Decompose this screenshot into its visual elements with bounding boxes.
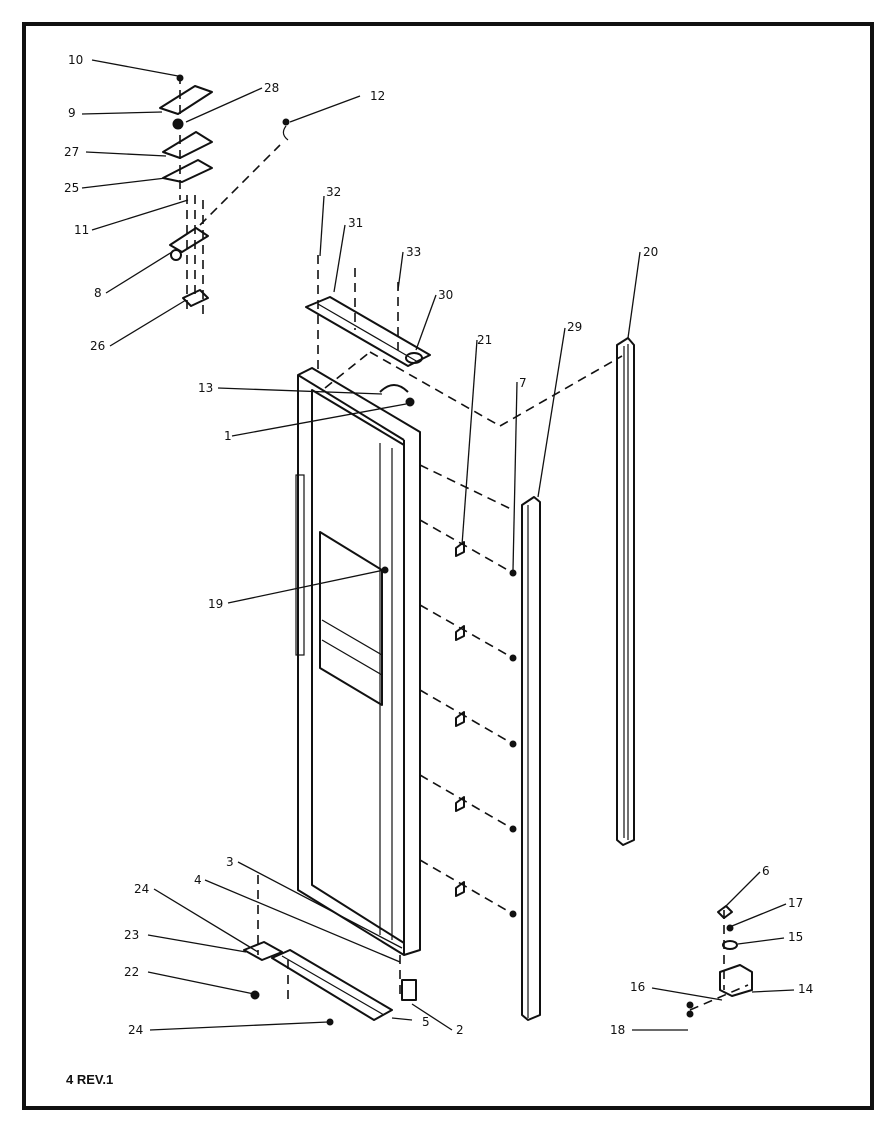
callout-17: 17 [788,896,804,910]
small-hardware [250,384,417,1026]
clips-and-screws [455,541,517,918]
top-channel-31 [305,296,431,367]
diagram-frame [22,22,874,1110]
callout-19: 19 [208,597,224,611]
callout-27: 27 [64,145,80,159]
callout-28: 28 [264,81,280,95]
bottom-channel-5 [243,941,393,1021]
callout-26: 26 [90,339,106,353]
leader-lines [81,59,795,1031]
callout-4: 4 [194,873,202,887]
callout-6: 6 [762,864,770,878]
gasket-20 [616,337,635,846]
callout-15: 15 [788,930,804,944]
callout-7: 7 [519,376,527,390]
callout-24-top: 24 [134,882,150,896]
callout-14: 14 [798,982,814,996]
callout-3: 3 [226,855,234,869]
callout-21: 21 [477,333,493,347]
callout-32: 32 [326,185,342,199]
callout-25: 25 [64,181,80,195]
callout-2: 2 [456,1023,464,1037]
bottom-hinge-assembly [686,905,753,1018]
revision-label: 4 REV.1 [66,1072,114,1087]
callout-10: 10 [68,53,84,67]
callout-33: 33 [406,245,422,259]
alignment-lines [179,75,749,1011]
callout-20: 20 [643,245,659,259]
callout-12: 12 [370,89,386,103]
door-panel [295,367,421,956]
callout-30: 30 [438,288,454,302]
callout-13: 13 [198,381,214,395]
callout-16: 16 [630,980,646,994]
callout-29: 29 [567,320,583,334]
top-hinge-assembly [159,74,290,307]
callout-8: 8 [94,286,102,300]
callout-22: 22 [124,965,140,979]
callout-5: 5 [422,1015,430,1029]
callout-18: 18 [610,1023,626,1037]
callout-24-bottom: 24 [128,1023,144,1037]
callout-1: 1 [224,429,232,443]
callout-9: 9 [68,106,76,120]
callout-31: 31 [348,216,364,230]
trim-strip-29 [521,496,541,1021]
callout-11: 11 [74,223,90,237]
callout-23: 23 [124,928,140,942]
